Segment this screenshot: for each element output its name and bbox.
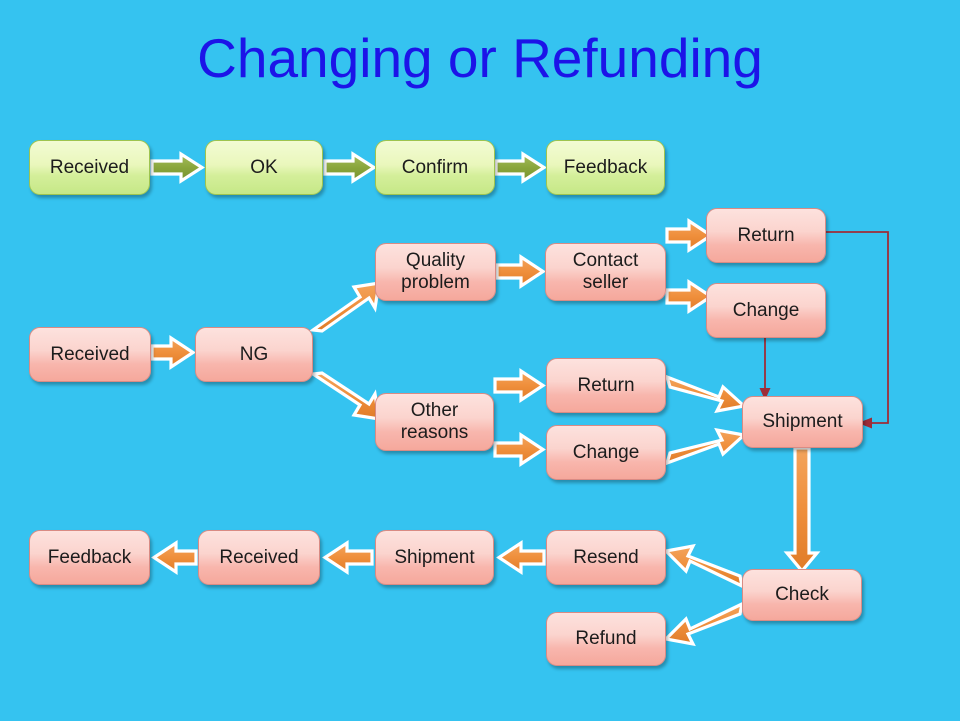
arrow-quality-problem-to-contact-seller <box>495 254 546 289</box>
arrow-resend-to-shipment <box>496 540 546 575</box>
node-check[interactable]: Check <box>742 569 862 621</box>
arrow-received-to-ok <box>150 151 205 184</box>
arrow-confirm-to-feedback <box>494 151 547 184</box>
node-label: Contact seller <box>572 250 639 293</box>
node-feedback-ok-flow[interactable]: Feedback <box>546 140 665 195</box>
node-label: Shipment <box>762 411 843 432</box>
node-ng[interactable]: NG <box>195 327 313 382</box>
node-label: Feedback <box>563 156 648 178</box>
node-label: Change <box>572 441 640 463</box>
arrow-return-to-shipment <box>664 374 748 414</box>
connector-return-top-to-shipment <box>826 231 889 429</box>
node-feedback-final[interactable]: Feedback <box>29 530 150 585</box>
node-label: Other reasons <box>400 400 469 443</box>
arrow-ng-to-quality-problem <box>308 281 381 333</box>
node-return-other[interactable]: Return <box>546 358 666 413</box>
arrow-contact-seller-to-return <box>665 218 714 253</box>
node-label: Resend <box>573 546 639 568</box>
node-label: Change <box>732 299 800 321</box>
node-received-ok-flow[interactable]: Received <box>29 140 150 195</box>
node-refund[interactable]: Refund <box>546 612 666 666</box>
node-ok[interactable]: OK <box>205 140 323 195</box>
page-title: Changing or Refunding <box>197 27 763 89</box>
node-change-other[interactable]: Change <box>546 425 666 480</box>
node-label: Quality problem <box>401 250 470 293</box>
node-shipment-seller[interactable]: Shipment <box>742 396 863 448</box>
node-label: OK <box>250 156 278 178</box>
node-other-reasons[interactable]: Other reasons <box>375 393 494 451</box>
node-label: Return <box>577 374 635 396</box>
connector-change-top-to-shipment <box>759 338 771 400</box>
node-label: Received <box>50 343 130 365</box>
node-confirm[interactable]: Confirm <box>375 140 495 195</box>
node-label: NG <box>239 343 269 365</box>
node-contact-seller[interactable]: Contact seller <box>545 243 666 301</box>
arrow-ng-to-other-reasons <box>308 371 381 421</box>
node-label: Received <box>219 546 299 568</box>
node-label: Return <box>737 224 795 246</box>
node-label: Feedback <box>47 546 132 568</box>
node-return-quality[interactable]: Return <box>706 208 826 263</box>
arrow-received-to-ng <box>150 335 196 370</box>
node-label: Shipment <box>394 546 475 568</box>
arrow-change-to-shipment <box>664 427 748 466</box>
node-label: Check <box>775 584 829 605</box>
node-label: Received <box>49 156 130 178</box>
node-received-final[interactable]: Received <box>198 530 320 585</box>
arrow-other-reasons-to-change <box>493 432 546 467</box>
node-change-quality[interactable]: Change <box>706 283 826 338</box>
arrow-shipment-to-received <box>322 540 374 575</box>
arrow-other-reasons-to-return <box>493 368 546 403</box>
arrow-check-to-refund <box>662 601 745 647</box>
arrow-shipment-to-check <box>783 446 821 574</box>
node-label: Refund <box>575 628 637 649</box>
arrow-check-to-resend <box>662 543 745 589</box>
arrow-received-to-feedback <box>151 540 198 575</box>
arrow-ok-to-confirm <box>323 151 377 184</box>
node-quality-problem[interactable]: Quality problem <box>375 243 496 301</box>
node-resend[interactable]: Resend <box>546 530 666 585</box>
node-label: Confirm <box>401 156 469 178</box>
node-shipment-return[interactable]: Shipment <box>375 530 494 585</box>
node-received-ng-flow[interactable]: Received <box>29 327 151 382</box>
arrow-contact-seller-to-change <box>665 279 714 314</box>
